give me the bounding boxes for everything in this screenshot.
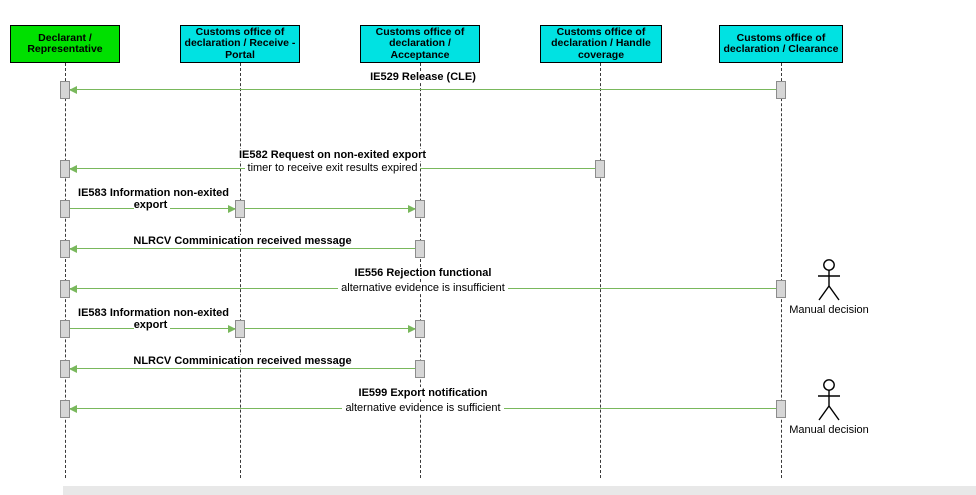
activation-bar [595, 160, 605, 178]
actor-box-receive-portal: Customs office of declaration / Receive … [180, 25, 300, 63]
activation-bar [415, 320, 425, 338]
actor-box-handle-coverage: Customs office of declaration / Handle c… [540, 25, 662, 63]
message-title: IE583 Information non-exited export [57, 307, 247, 331]
activation-bar [60, 280, 70, 298]
message-title: NLRCV Comminication received message [70, 355, 415, 367]
activation-bar [776, 280, 786, 298]
activation-bar [415, 360, 425, 378]
message-subtitle: timer to receive exit results expired [70, 162, 595, 174]
activation-bar [60, 320, 70, 338]
person-icon [814, 258, 844, 309]
message-subtitle: alternative evidence is sufficient [70, 402, 776, 414]
activation-bar [415, 200, 425, 218]
message-arrow [245, 324, 416, 333]
message-arrow [69, 85, 776, 94]
activation-bar [60, 200, 70, 218]
message-title: IE582 Request on non-exited export [70, 149, 595, 161]
lifeline-handle-coverage [600, 63, 601, 478]
horizontal-scrollbar[interactable] [63, 486, 976, 495]
message-title: NLRCV Comminication received message [70, 235, 415, 247]
activation-bar [60, 240, 70, 258]
activation-bar [415, 240, 425, 258]
manual-decision-label: Manual decision [789, 304, 869, 316]
activation-bar [776, 81, 786, 99]
lifeline-clearance [781, 63, 782, 478]
message-arrow [69, 364, 415, 373]
message-title: IE599 Export notification [70, 387, 776, 399]
activation-bar [235, 200, 245, 218]
message-arrow [245, 204, 416, 213]
activation-bar [60, 160, 70, 178]
activation-bar [60, 400, 70, 418]
activation-bar [776, 400, 786, 418]
activation-bar [60, 81, 70, 99]
message-title: IE583 Information non-exited export [57, 187, 247, 211]
message-title: IE529 Release (CLE) [70, 71, 776, 83]
actor-box-acceptance: Customs office of declaration / Acceptan… [360, 25, 480, 63]
message-title: IE556 Rejection functional [70, 267, 776, 279]
actor-box-clearance: Customs office of declaration / Clearanc… [719, 25, 843, 63]
manual-decision-label: Manual decision [789, 424, 869, 436]
activation-bar [235, 320, 245, 338]
message-arrow [69, 244, 415, 253]
activation-bar [60, 360, 70, 378]
actor-box-declarant: Declarant / Representative [10, 25, 120, 63]
lifeline-declarant [65, 63, 66, 478]
lifeline-receive-portal [240, 63, 241, 478]
person-icon [814, 378, 844, 429]
message-subtitle: alternative evidence is insufficient [70, 282, 776, 294]
